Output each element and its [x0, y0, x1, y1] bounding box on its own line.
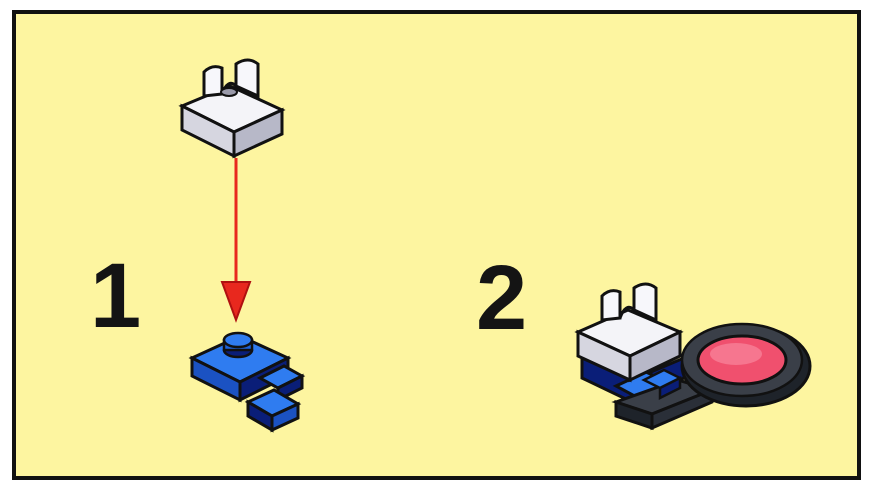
red-down-arrow-icon: [222, 158, 250, 320]
clip-hinge-magnifier-assembly-icon: [578, 284, 810, 428]
instruction-panel: 1 2: [12, 10, 861, 480]
blue-hinge-plate-icon: [192, 333, 302, 430]
white-clip-plate-icon: [182, 60, 282, 156]
assembly-illustration: [16, 14, 865, 484]
